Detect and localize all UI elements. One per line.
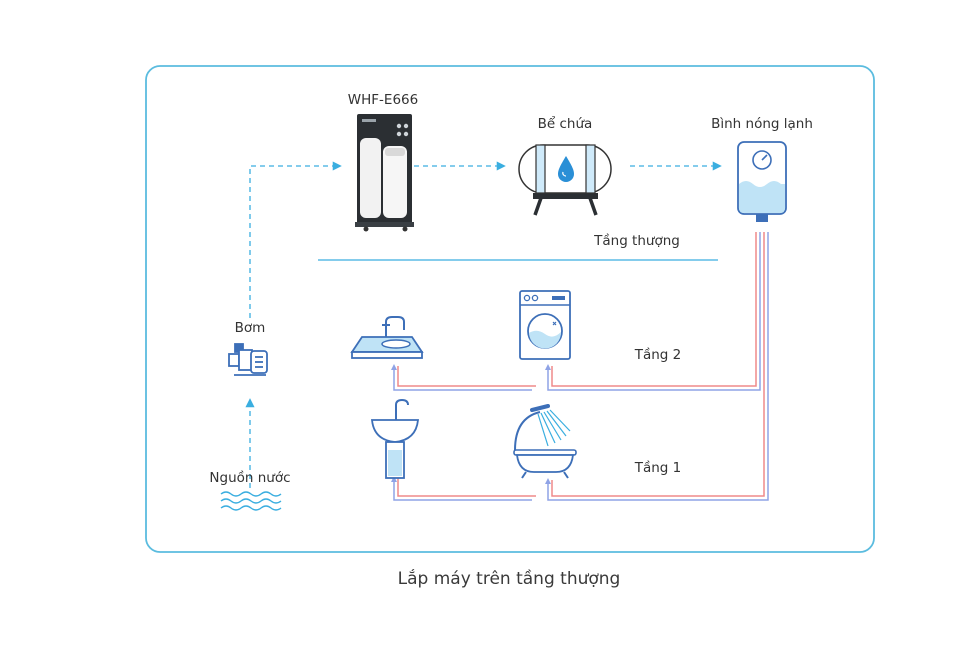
diagram-frame [145,65,875,553]
bathtub-icon [513,404,577,479]
floor1-label: Tầng 1 [634,460,682,476]
floor2-label: Tầng 2 [634,347,682,363]
hot-pipes [397,232,765,497]
diagram-caption: Lắp máy trên tầng thượng [398,568,621,589]
water-heater-icon [737,141,787,222]
washing-machine-icon [519,290,571,360]
kitchen-sink-icon [350,316,424,359]
pipe-arrowheads [391,364,551,484]
tank-label: Bể chứa [538,115,593,132]
arrow-pump-to-machine [249,161,342,318]
storage-tank-icon [518,144,612,216]
heater-label: Bình nóng lạnh [711,116,813,132]
filter-machine-icon [355,114,414,232]
machine-label: WHF-E666 [348,92,418,108]
pump-icon [228,343,268,376]
pump-label: Bơm [235,320,266,336]
bathroom-sink-icon [371,398,419,479]
rooftop-label: Tầng thượng [593,233,680,249]
source-label: Nguồn nước [209,469,290,486]
flow-arrows [245,161,722,488]
cold-pipes [393,232,769,501]
water-source-icon [220,491,282,511]
